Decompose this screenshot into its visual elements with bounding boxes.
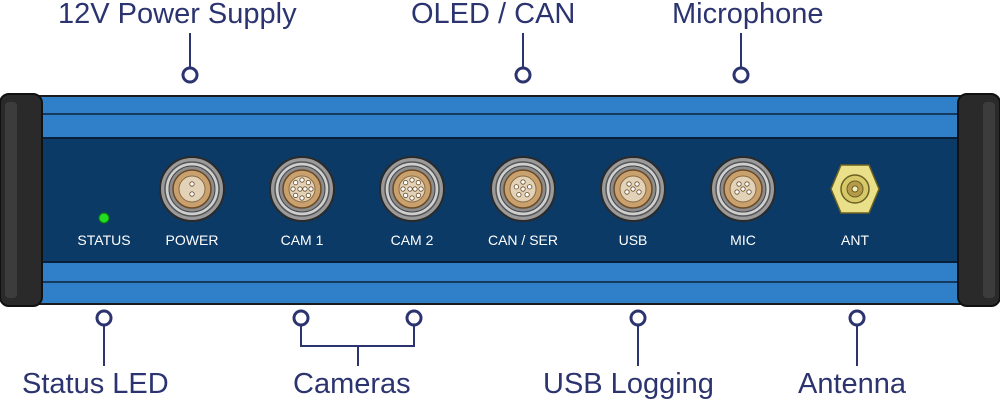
connector-pin [744,181,750,187]
connector-pin [299,177,305,183]
connector-pin [400,186,406,192]
connector-pin [626,181,632,187]
cam2-callout-dot [405,309,423,327]
connector-pin [293,180,299,186]
power-callout-dot [181,66,199,84]
connector-pin [516,192,522,198]
connector-pin [407,186,413,192]
power-connector: POWER [159,156,225,248]
connector-pin [189,191,195,197]
status-label: STATUS [77,232,130,248]
left-end-cap-highlight [5,102,17,298]
connector-label: USB [619,232,648,248]
callout-12v-power-supply: 12V Power Supply [58,0,297,30]
connector-label: POWER [166,232,219,248]
connector-label: CAN / SER [488,232,558,248]
connector-pin [409,195,415,201]
callout-status-led: Status LED [22,368,169,400]
cam1-callout-dot [292,309,310,327]
status-led [98,212,110,224]
connector-pin [415,180,421,186]
connector-pin [403,192,409,198]
connector-pin [527,184,533,190]
connector-label: ANT [841,232,869,248]
connector-pin [734,189,740,195]
connector-pin [305,192,311,198]
connector-pin [736,181,742,187]
connector-pin [634,181,640,187]
leader-lines [103,33,858,366]
connector-label: CAM 2 [391,232,434,248]
connector-pin [293,192,299,198]
connector-pin [520,186,526,192]
right-end-cap-highlight [983,102,995,298]
microphone-callout-dot [732,66,750,84]
connector-pin [290,186,296,192]
connector-pin [409,177,415,183]
status-led-callout-dot [95,309,113,327]
usb-callout-dot [629,309,647,327]
camera-connector: CAM 2 [379,156,445,248]
callout-oled-can: OLED / CAN [411,0,576,30]
connector-pin [520,179,526,185]
connector-pin [189,181,195,187]
connector-pin [297,186,303,192]
connector-pin [299,195,305,201]
callout-cameras: Cameras [293,368,411,400]
callout-microphone: Microphone [672,0,824,30]
connector-pin [524,192,530,198]
connector-pin [746,189,752,195]
connector-pin [513,184,519,190]
connector-pin [415,192,421,198]
usb-connector: USB [600,156,666,248]
connector-pin [630,186,636,192]
callout-usb-logging: USB Logging [543,368,714,400]
antenna-callout-dot [848,309,866,327]
cameras-bracket [300,326,415,347]
leader-dots [95,66,866,327]
connector-pin [403,180,409,186]
connector-pin [418,186,424,192]
antenna-connector: ANT [830,164,880,248]
connector-label: CAM 1 [281,232,324,248]
connector-pin [740,186,746,192]
connector-pin [308,186,314,192]
connector-pin [302,186,308,192]
oled-can-callout-dot [514,66,532,84]
can-connector: CAN / SER [488,156,558,248]
connector-face [178,175,206,203]
connector-pin [624,189,630,195]
callout-antenna: Antenna [798,368,907,400]
connector-pin [305,180,311,186]
connector-label: MIC [730,232,756,248]
antenna-center-pin [851,185,859,193]
camera-connector: CAM 1 [269,156,335,248]
mic-connector: MIC [710,156,776,248]
connectors: POWER CAM 1 CAM 2 CAN / SER USB MIC ANT [159,156,880,248]
connector-pin [412,186,418,192]
connector-pin [636,189,642,195]
